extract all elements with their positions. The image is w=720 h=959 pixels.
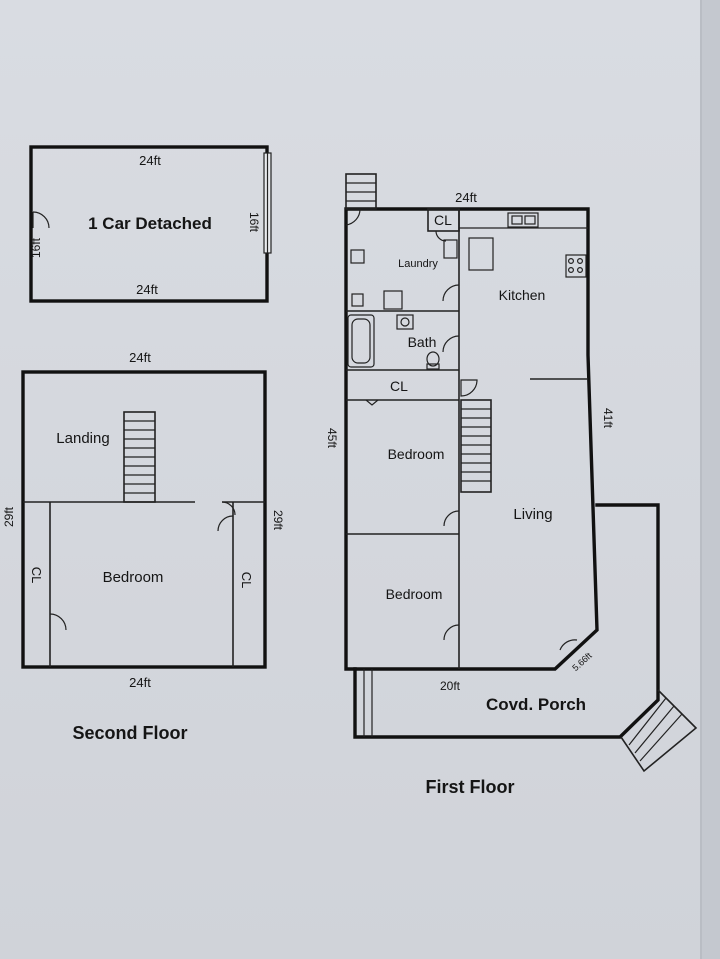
garage-title: 1 Car Detached: [88, 214, 212, 233]
garage-top-dimension: 24ft: [139, 153, 161, 168]
first-floor-walls: [344, 207, 599, 671]
kitchen-sink: [507, 212, 539, 228]
second-floor-top-dimension: 24ft: [129, 350, 151, 365]
lower-bedroom-label: Bedroom: [386, 586, 443, 602]
second-floor-bottom-dimension: 24ft: [129, 675, 151, 690]
garage-plan: 1 Car Detached 24ft 24ft 16ft 16ft: [29, 145, 272, 303]
garage-bottom-dimension: 24ft: [136, 282, 158, 297]
back-steps: [345, 173, 377, 210]
first-floor-title: First Floor: [426, 777, 515, 797]
second-floor-right-dimension: 29ft: [271, 510, 285, 531]
garage-left-dimension: 16ft: [29, 237, 43, 258]
garage-side-door: [32, 211, 50, 229]
paper-sheet: [0, 0, 702, 959]
first-floor-plan: 24ft 45ft 41ft CL Laundry Kitchen Bath C…: [325, 173, 698, 797]
landing-label: Landing: [56, 430, 109, 447]
first-floor-left-dimension: 45ft: [325, 428, 339, 449]
porch-label: Covd. Porch: [486, 695, 586, 714]
bathtub: [347, 314, 375, 368]
page-edge: [702, 0, 720, 959]
second-floor-bedroom-label: Bedroom: [103, 569, 164, 586]
bath-label: Bath: [408, 334, 437, 350]
top-closet-label: CL: [434, 212, 452, 228]
second-floor-closet-right-label: CL: [239, 572, 254, 589]
laundry-label: Laundry: [398, 258, 438, 270]
covered-porch: [353, 503, 698, 773]
garage-right-dimension: 16ft: [247, 212, 261, 233]
porch-steps: [620, 689, 698, 773]
second-floor-stairs: [123, 411, 156, 503]
stove: [565, 254, 587, 278]
top-closet: [427, 208, 460, 232]
kitchen-label: Kitchen: [499, 287, 546, 303]
upper-bedroom-label: Bedroom: [388, 446, 445, 462]
second-floor-left-dimension: 29ft: [2, 506, 16, 527]
living-label: Living: [513, 506, 552, 523]
second-floor-title: Second Floor: [72, 723, 187, 743]
porch-width-dimension: 20ft: [440, 679, 461, 693]
refrigerator: [468, 237, 494, 271]
hall-closet-label: CL: [390, 378, 408, 394]
second-floor-walls: [21, 370, 267, 669]
first-floor-right-dimension: 41ft: [601, 408, 615, 429]
second-floor-plan: 24ft 24ft 29ft 29ft Landing Bedroom CL C…: [2, 350, 285, 743]
second-floor-closet-left-label: CL: [29, 567, 44, 584]
first-floor-top-dimension: 24ft: [455, 190, 477, 205]
first-floor-stairs: [460, 399, 492, 493]
